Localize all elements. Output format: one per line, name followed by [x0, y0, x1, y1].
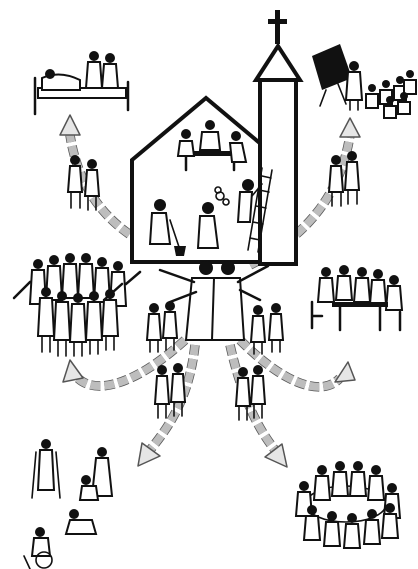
- arrowhead-icon: [60, 115, 80, 135]
- arrowhead-icon: [335, 362, 355, 382]
- care-icon: [24, 439, 112, 569]
- walking-pair-icon: [236, 365, 265, 420]
- circle-group-icon: [296, 461, 400, 548]
- students-icon: [366, 70, 416, 118]
- arrowhead-icon: [63, 360, 83, 382]
- cross-icon: [268, 10, 287, 44]
- meeting-icon: [312, 265, 402, 330]
- walking-pair-icon: [147, 301, 177, 352]
- crutches-person-icon: [32, 439, 60, 498]
- arrowhead-icon: [340, 118, 360, 137]
- fallen-person-icon: [66, 509, 96, 534]
- teacher-icon: [312, 44, 416, 118]
- crowd-icon: [14, 253, 140, 356]
- walking-pair-icon: [251, 303, 283, 354]
- sickbed-icon: [35, 51, 128, 114]
- wheelchair-icon: [24, 527, 52, 569]
